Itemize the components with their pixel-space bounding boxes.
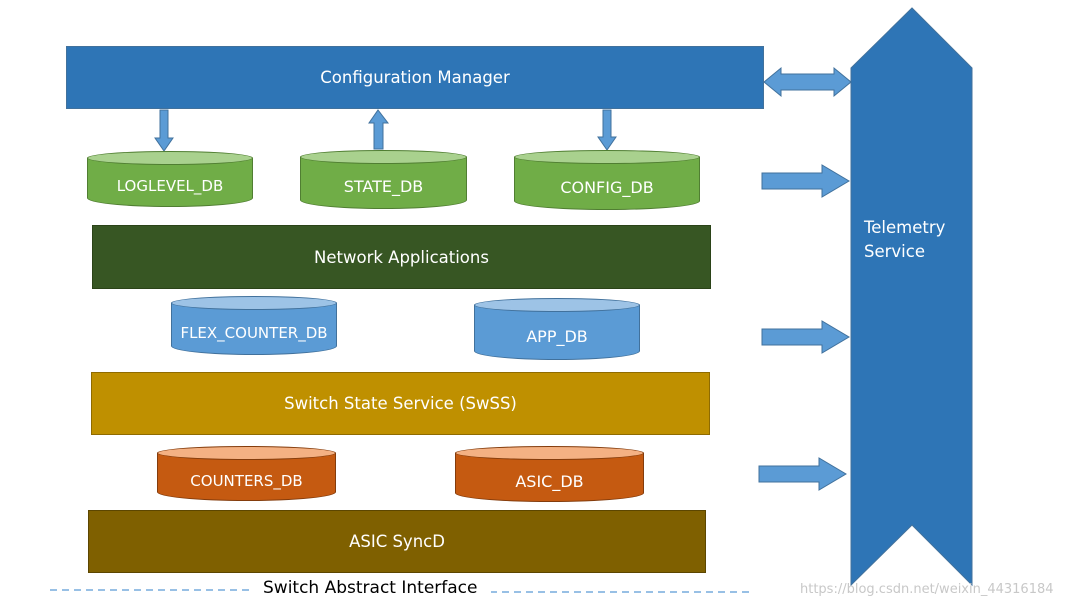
arrow-down-config bbox=[597, 109, 617, 151]
network-applications-box: Network Applications bbox=[92, 225, 711, 289]
app-db-cylinder: APP_DB bbox=[474, 298, 640, 360]
configuration-manager-box: Configuration Manager bbox=[66, 46, 764, 109]
swss-label: Switch State Service (SwSS) bbox=[284, 394, 517, 413]
arrow-up-state bbox=[368, 109, 390, 150]
arrow-to-telemetry-3 bbox=[758, 457, 847, 491]
arrow-to-telemetry-1 bbox=[761, 164, 850, 198]
swss-box: Switch State Service (SwSS) bbox=[91, 372, 710, 435]
configuration-manager-label: Configuration Manager bbox=[320, 68, 510, 87]
flex-counter-db-label: FLEX_COUNTER_DB bbox=[180, 323, 328, 342]
arrow-down-loglevel bbox=[154, 109, 174, 152]
app-db-label: APP_DB bbox=[526, 326, 588, 346]
asic-db-label: ASIC_DB bbox=[515, 471, 584, 491]
config-db-cylinder: CONFIG_DB bbox=[514, 150, 700, 210]
state-db-cylinder: STATE_DB bbox=[300, 150, 467, 209]
config-db-label: CONFIG_DB bbox=[560, 177, 654, 197]
flex-counter-db-cylinder: FLEX_COUNTER_DB bbox=[171, 296, 337, 355]
loglevel-db-cylinder: LOGLEVEL_DB bbox=[87, 151, 253, 207]
telemetry-label-line1: Telemetry bbox=[864, 218, 946, 237]
watermark-text: https://blog.csdn.net/weixin_44316184 bbox=[800, 582, 1054, 597]
state-db-label: STATE_DB bbox=[343, 177, 424, 196]
telemetry-service-label: Telemetry Service bbox=[864, 216, 945, 264]
double-arrow-config-telemetry bbox=[763, 66, 852, 98]
asic-db-cylinder: ASIC_DB bbox=[455, 446, 644, 502]
asic-syncd-label: ASIC SyncD bbox=[349, 532, 445, 551]
counters-db-cylinder: COUNTERS_DB bbox=[157, 446, 336, 501]
asic-syncd-box: ASIC SyncD bbox=[88, 510, 706, 573]
network-applications-label: Network Applications bbox=[314, 247, 489, 267]
switch-abstract-interface-label: Switch Abstract Interface bbox=[249, 578, 492, 598]
telemetry-service-shape bbox=[850, 7, 973, 587]
counters-db-label: COUNTERS_DB bbox=[190, 471, 303, 490]
telemetry-label-line2: Service bbox=[864, 242, 925, 261]
loglevel-db-label: LOGLEVEL_DB bbox=[116, 177, 224, 195]
arrow-to-telemetry-2 bbox=[761, 320, 850, 354]
